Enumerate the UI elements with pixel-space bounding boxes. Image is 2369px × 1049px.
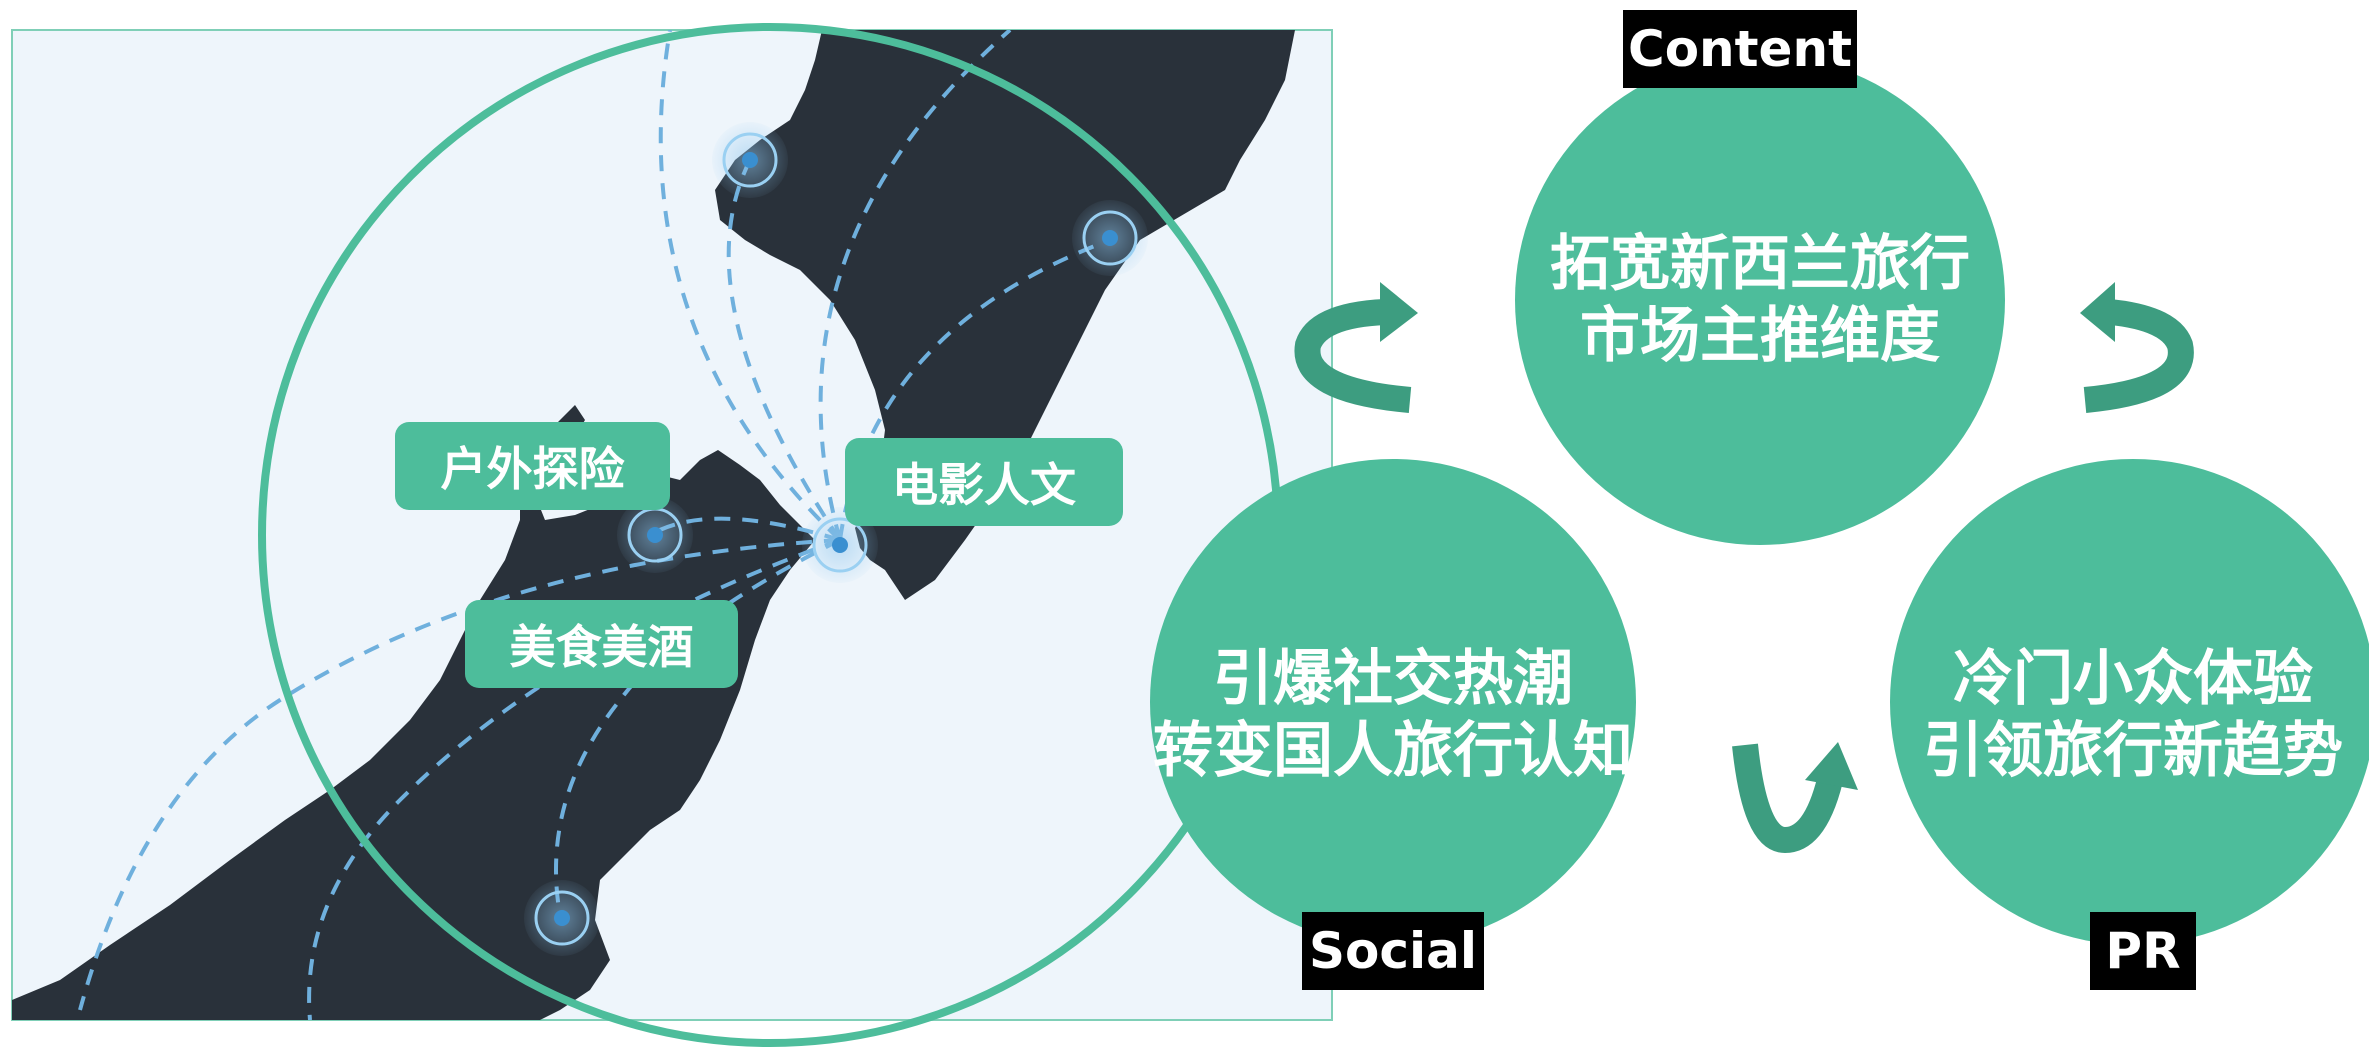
pr-circle bbox=[1890, 459, 2369, 945]
theme-circles bbox=[1150, 55, 2369, 945]
curved-arrow-icon bbox=[1732, 742, 1858, 854]
map-tag-food: 美食美酒 bbox=[465, 600, 738, 688]
pr-line-1: 冷门小众体验 bbox=[1953, 644, 2313, 714]
south-island-landmass bbox=[12, 405, 815, 1020]
route-line bbox=[726, 159, 842, 542]
content-line-1: 拓宽新西兰旅行 bbox=[1550, 229, 1970, 299]
content-tag: Content bbox=[1623, 10, 1857, 88]
content-circle bbox=[1515, 55, 2005, 545]
pulse-pin-icon bbox=[524, 880, 600, 956]
social-circle bbox=[1150, 459, 1636, 945]
pulse-pin-icon bbox=[802, 507, 878, 583]
social-line-1: 引爆社交热潮 bbox=[1213, 644, 1573, 714]
route-line bbox=[78, 538, 841, 1011]
pr-tag: PR bbox=[2090, 912, 2196, 990]
north-island-landmass bbox=[715, 30, 1295, 600]
pr-circle-text: 冷门小众体验 引领旅行新趋势 bbox=[1890, 640, 2369, 790]
social-tag: Social bbox=[1302, 912, 1484, 990]
content-line-2: 市场主推维度 bbox=[1580, 301, 1940, 371]
curved-arrow-icon bbox=[1294, 282, 1418, 413]
map-tag-outdoor: 户外探险 bbox=[395, 422, 670, 510]
map-panel bbox=[11, 23, 1333, 1047]
route-line bbox=[554, 538, 841, 916]
pulse-pin-icon bbox=[712, 122, 788, 198]
content-circle-text: 拓宽新西兰旅行 市场主推维度 bbox=[1515, 200, 2005, 400]
social-circle-text: 引爆社交热潮 转变国人旅行认知 bbox=[1150, 640, 1636, 790]
pulse-pin-icon bbox=[1072, 200, 1148, 276]
social-line-2: 转变国人旅行认知 bbox=[1153, 716, 1633, 786]
route-line bbox=[818, 30, 1012, 541]
route-lines bbox=[78, 30, 1111, 1020]
curved-arrow-icon bbox=[2080, 282, 2194, 413]
route-line bbox=[658, 30, 842, 542]
map-pins bbox=[524, 122, 1148, 956]
cycle-arrows bbox=[1294, 282, 2194, 854]
pr-line-2: 引领旅行新趋势 bbox=[1923, 716, 2343, 786]
map-tag-film: 电影人文 bbox=[845, 438, 1123, 526]
route-line bbox=[307, 538, 841, 1020]
